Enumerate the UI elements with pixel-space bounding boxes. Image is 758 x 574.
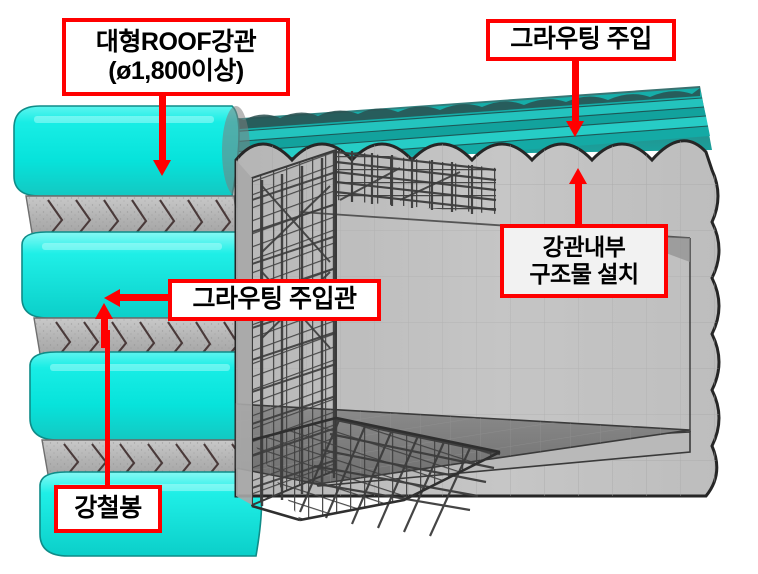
- leader-grout-pipe-vertical: [101, 318, 108, 348]
- callout-steel-rod[interactable]: 강철봉: [54, 485, 162, 533]
- arrowhead-roof-pipe: [153, 160, 171, 176]
- callout-grouting-injection[interactable]: 그라우팅 주입: [486, 19, 676, 61]
- left-cut-face: [13, 105, 263, 557]
- callout-roof-pipe[interactable]: 대형ROOF강관 (ø1,800이상): [62, 18, 290, 96]
- callout-pipe-interior-structure[interactable]: 강관내부 구조물 설치: [500, 224, 668, 298]
- arrowhead-pipe-interior: [569, 168, 587, 184]
- callout-steel-rod-line1: 강철봉: [74, 494, 142, 523]
- arrowhead-grout-pipe-up: [95, 303, 113, 319]
- rebar-cage: [251, 148, 501, 537]
- callout-roof-pipe-line2: (ø1,800이상): [108, 57, 244, 85]
- leader-pipe-interior: [575, 184, 582, 226]
- leader-grouting-injection: [572, 61, 579, 123]
- callout-grouting-injection-pipe-line1: 그라우팅 주입관: [192, 285, 357, 314]
- callout-roof-pipe-line1: 대형ROOF강관: [95, 27, 257, 56]
- callout-grouting-injection-line1: 그라우팅 주입: [510, 25, 652, 54]
- callout-pipe-interior-line1: 강관내부: [542, 233, 626, 260]
- leader-grout-pipe-horizontal: [120, 294, 170, 301]
- callout-pipe-interior-line2: 구조물 설치: [529, 261, 639, 287]
- leader-steel-rod: [105, 330, 110, 485]
- callout-grouting-injection-pipe[interactable]: 그라우팅 주입관: [168, 279, 381, 321]
- leader-roof-pipe: [159, 96, 166, 162]
- arrowhead-grouting-injection: [566, 121, 584, 137]
- arrowhead-grout-pipe-left: [104, 289, 120, 307]
